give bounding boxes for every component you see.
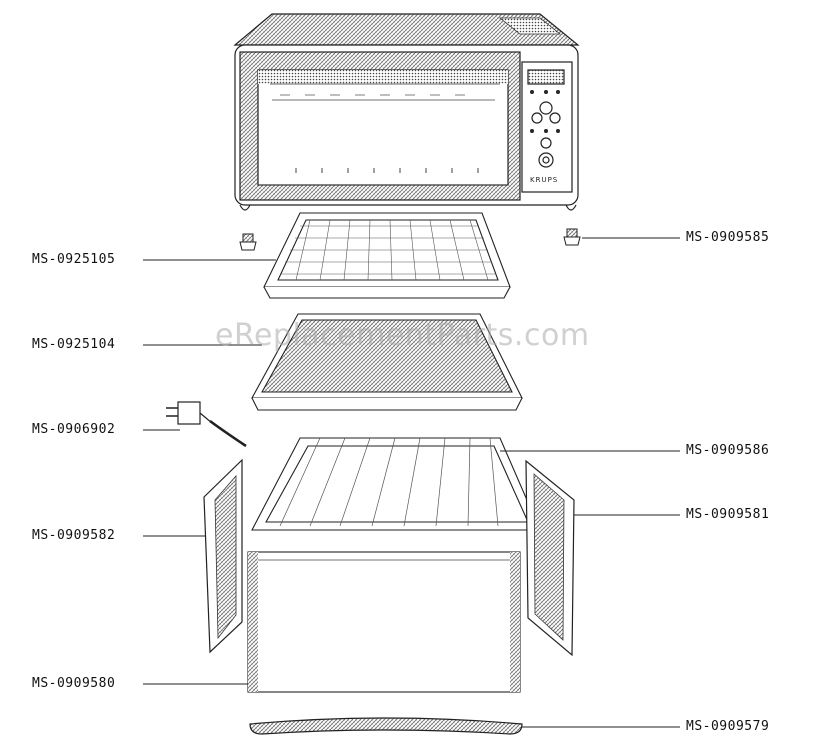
part-label-ms-0925104: MS-0925104 — [32, 337, 116, 352]
handle-bar — [249, 717, 523, 735]
foot-right — [563, 228, 581, 246]
part-label-ms-0909582: MS-0909582 — [32, 528, 116, 543]
foot-left — [239, 233, 257, 251]
brand-logo-text: KRUPS — [530, 176, 558, 184]
part-label-ms-0909579: MS-0909579 — [686, 719, 770, 734]
broil-rack-tray — [263, 212, 511, 299]
leader-lines — [143, 237, 680, 728]
watermark-text: eReplacementParts.com — [215, 318, 590, 353]
side-panel-left — [203, 458, 243, 654]
side-panel-right — [525, 459, 575, 657]
part-label-ms-0906902: MS-0906902 — [32, 422, 116, 437]
part-label-ms-0909581: MS-0909581 — [686, 507, 770, 522]
power-cord — [166, 401, 247, 448]
oven-rack — [251, 437, 541, 531]
toaster-oven — [233, 13, 580, 211]
bake-pan — [251, 313, 523, 411]
part-label-ms-0909585: MS-0909585 — [686, 230, 770, 245]
rear-housing-panel — [247, 551, 521, 693]
part-label-ms-0925105: MS-0925105 — [32, 252, 116, 267]
part-label-ms-0909586: MS-0909586 — [686, 443, 770, 458]
part-label-ms-0909580: MS-0909580 — [32, 676, 116, 691]
